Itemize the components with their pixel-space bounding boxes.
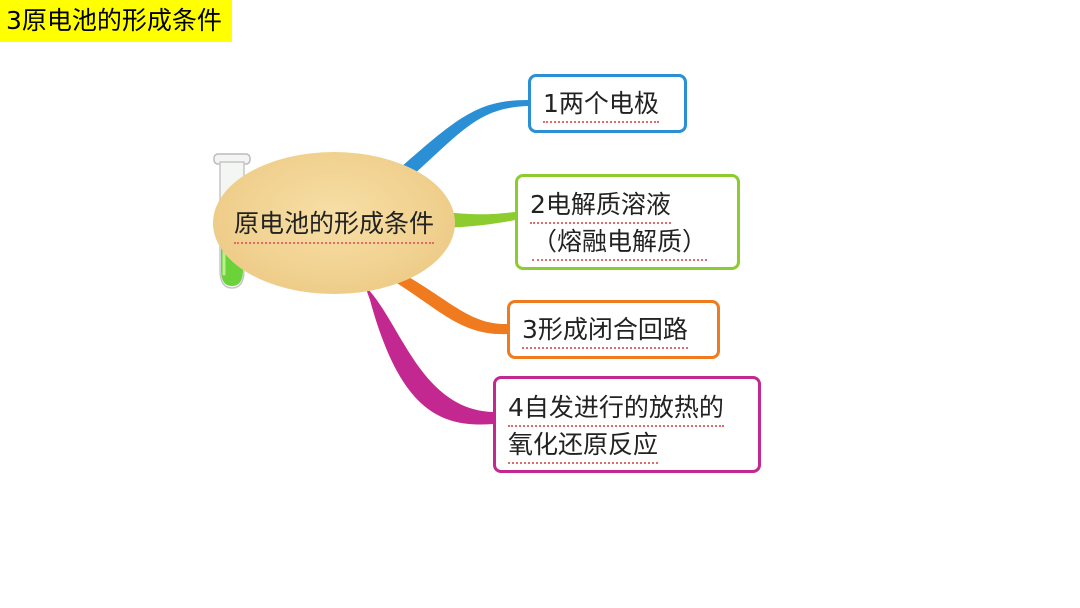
branch-node-2: 2电解质溶液 （熔融电解质） [515, 174, 740, 270]
branch-node-1: 1两个电极 [528, 74, 687, 133]
branch-4-label-line-1: 4自发进行的放热的 [508, 391, 724, 427]
branch-3-label: 3形成闭合回路 [522, 313, 688, 349]
branch-node-4: 4自发进行的放热的 氧化还原反应 [493, 376, 761, 473]
branch-2-label-line-1: 2电解质溶液 [530, 188, 671, 224]
branch-connector-3 [395, 272, 507, 334]
branch-node-3: 3形成闭合回路 [507, 300, 720, 359]
branch-connector-2 [446, 212, 515, 228]
central-topic-node: 原电池的形成条件 [213, 152, 455, 294]
branch-4-label-line-2: 氧化还原反应 [508, 428, 658, 464]
branch-connector-1 [400, 100, 528, 176]
branch-connector-4 [365, 286, 493, 425]
central-topic-label: 原电池的形成条件 [234, 204, 434, 244]
branch-1-label: 1两个电极 [543, 87, 659, 123]
branch-2-label-line-2: （熔融电解质） [532, 225, 707, 261]
